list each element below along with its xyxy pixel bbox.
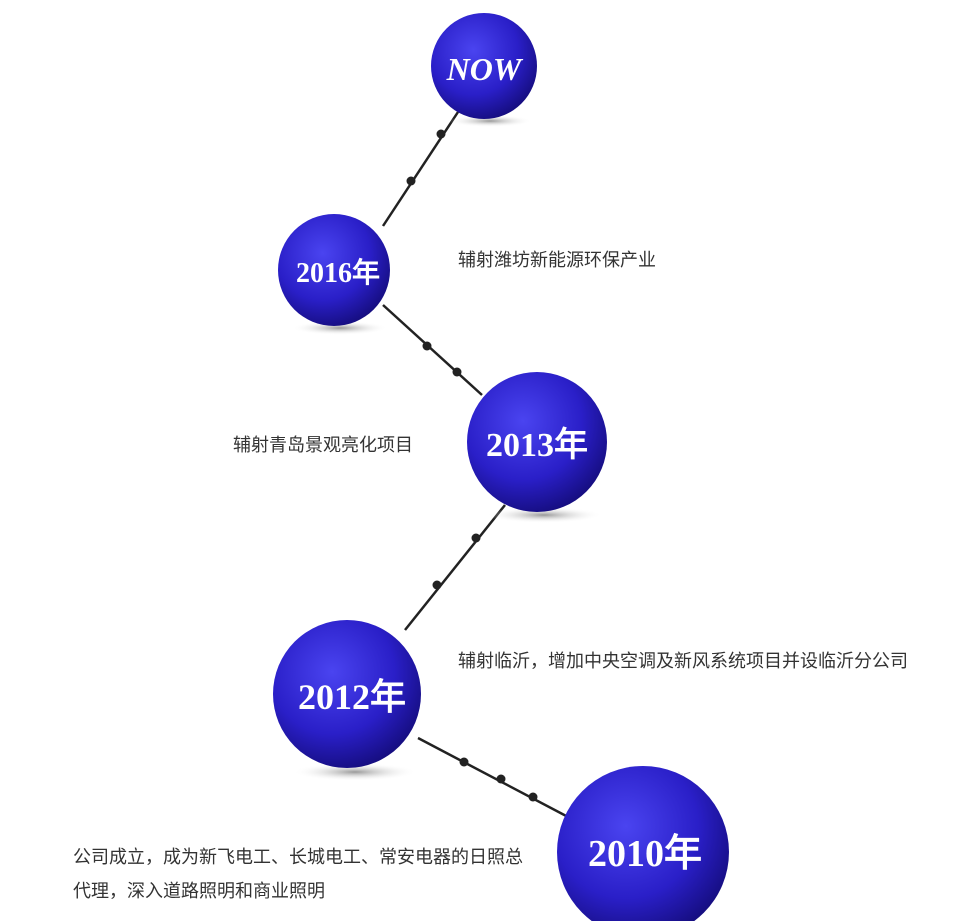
svg-text:2016年: 2016年: [296, 256, 380, 289]
svg-text:2013年: 2013年: [486, 426, 588, 464]
description-2012: 辅射临沂，增加中央空调及新风系统项目并设临沂分公司: [458, 651, 908, 672]
milestone-2012: 2012年: [273, 620, 421, 768]
svg-text:2012年: 2012年: [298, 677, 406, 717]
milestone-now: NOW: [431, 13, 537, 119]
connector-lines: [381, 111, 571, 820]
milestone-2016: 2016年: [278, 214, 390, 326]
shadows: [292, 115, 602, 781]
description-2016: 辅射潍坊新能源环保产业: [458, 250, 656, 271]
milestone-2013: 2013年: [467, 372, 607, 512]
description-2013: 辅射青岛景观亮化项目: [233, 435, 413, 456]
milestone-2010: 2010年: [557, 766, 729, 921]
svg-text:2010年: 2010年: [588, 833, 702, 875]
connector-dots: [406, 129, 538, 802]
svg-text:NOW: NOW: [446, 51, 524, 87]
description-2010: 公司成立，成为新飞电工、长城电工、常安电器的日照总代理，深入道路照明和商业照明: [73, 847, 523, 902]
